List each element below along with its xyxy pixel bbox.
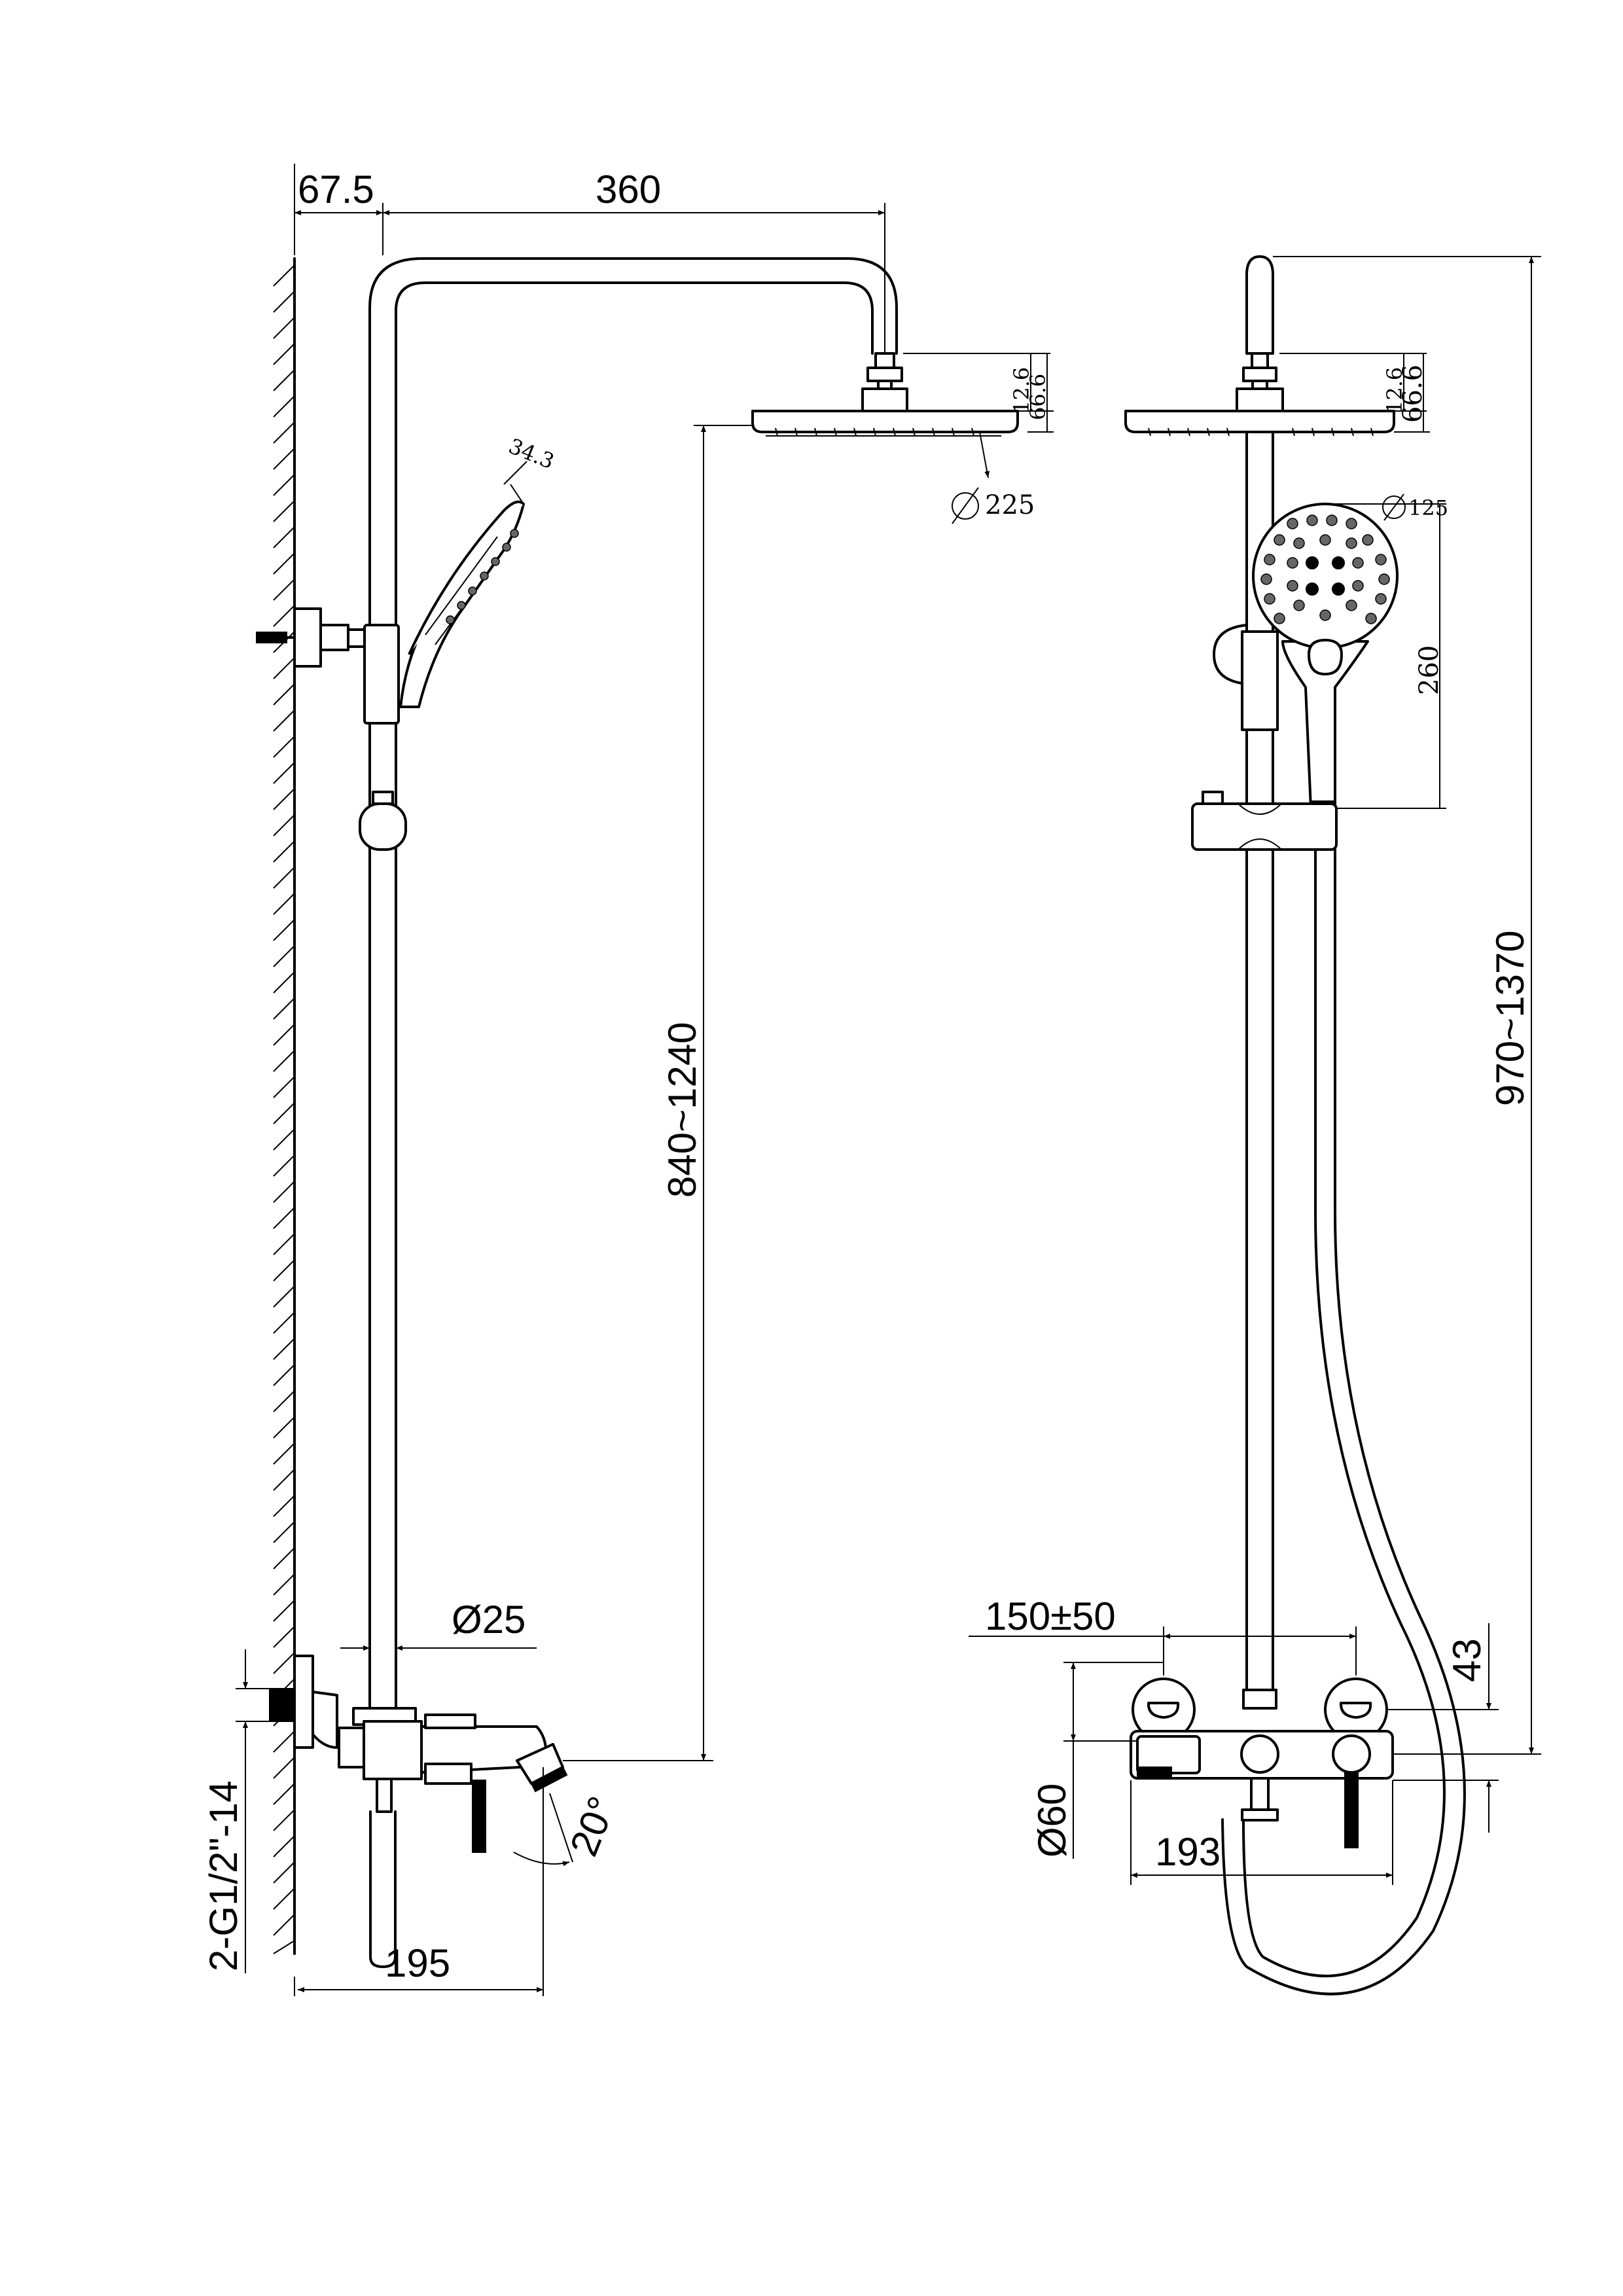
dim-head-height-label: 66.6: [1026, 374, 1050, 420]
dim-spout-angle: 20°: [513, 1767, 624, 1996]
dim-spout-angle-label: 20°: [562, 1791, 624, 1862]
front-mixer: [1130, 1677, 1394, 1848]
front-bracket: [1213, 624, 1279, 731]
dim-escutcheon-diameter-label: Ø60: [1030, 1784, 1074, 1857]
side-riser-pipe: [368, 257, 908, 1710]
dim-projection-label: 195: [385, 1941, 450, 1985]
side-slide-holder: [359, 791, 407, 851]
dim-rail-height-front: 970~1370: [1273, 256, 1541, 1755]
dim-rail-height-side: 840~1240: [563, 425, 753, 1761]
dim-hand-width-label: 34.3: [505, 433, 558, 474]
dim-hand-angle-width: 34.3: [503, 433, 558, 505]
side-view: 67.5 360 12.6 66.6 225 34.3: [202, 164, 1054, 1996]
dim-body-width: 193: [1130, 1780, 1393, 1885]
dim-wall-offset-label: 67.5: [298, 168, 374, 211]
side-wall-bracket: [256, 607, 400, 725]
dim-wall-offset: 67.5: [294, 164, 383, 255]
dim-rail-height-front-label: 970~1370: [1488, 930, 1532, 1106]
dim-hand-diameter-label: 125: [1408, 495, 1448, 520]
front-hose: [1221, 848, 1466, 1996]
dim-arm-length-label: 360: [596, 168, 661, 211]
dim-head-height-front-label: 66.6: [1398, 365, 1428, 423]
front-riser-pipe: [1236, 255, 1284, 1710]
dim-escutcheon-diameter: Ø60: [1030, 1662, 1164, 1859]
dim-head-small-label: 12.6: [1009, 367, 1034, 414]
dim-rail-height-side-label: 840~1240: [660, 1022, 704, 1198]
front-slide-holder: [1191, 791, 1338, 851]
dim-inlet-thread-label: 2-G1/2"-14: [202, 1781, 245, 1971]
front-shower-head: [1124, 410, 1395, 437]
front-view: 12.6 66.6 125 260 970~1370 150±50: [969, 255, 1541, 1996]
dim-head-height-front: 12.6 66.6: [1279, 353, 1430, 433]
dim-inlet-centres: 150±50: [969, 1594, 1357, 1676]
dim-pipe-diameter-label: Ø25: [452, 1598, 526, 1641]
dim-arm-length: 360: [383, 168, 885, 353]
dim-head-diameter-side: 225: [952, 431, 1035, 524]
dim-eccentric-height-label: 43: [1445, 1638, 1489, 1682]
dim-hand-length-label: 260: [1414, 645, 1444, 695]
side-shower-head: [751, 410, 1019, 437]
dim-pipe-diameter: Ø25: [340, 1598, 537, 1651]
dim-hand-diameter: 125: [1329, 493, 1448, 521]
hand-shower-nozzles: [1260, 514, 1390, 624]
dim-inlet-thread: 2-G1/2"-14: [202, 1649, 270, 1973]
dim-head-diameter-label: 225: [985, 490, 1035, 520]
dim-head-small-front-label: 12.6: [1382, 367, 1407, 414]
front-hand-shower: [1252, 503, 1399, 817]
dim-inlet-centres-label: 150±50: [985, 1594, 1116, 1638]
dim-projection: 195: [294, 1941, 543, 1996]
dim-body-width-label: 193: [1155, 1830, 1221, 1874]
side-mixer: [269, 1655, 568, 1968]
dim-head-height-side: 12.6 66.6: [903, 353, 1054, 433]
side-hand-shower: [399, 500, 525, 708]
dim-hand-length: 260: [1335, 504, 1446, 809]
dim-eccentric-height: 43: [1387, 1623, 1499, 1833]
